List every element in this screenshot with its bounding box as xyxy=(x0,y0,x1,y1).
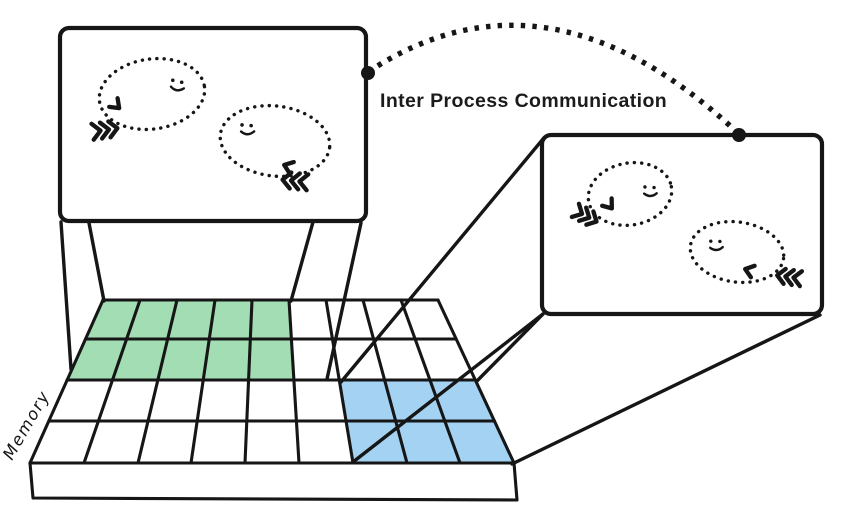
ipc-label: Inter Process Communication xyxy=(380,90,667,112)
smiley-face-icon xyxy=(169,78,186,92)
thread-loop xyxy=(89,56,207,142)
smiley-face-icon xyxy=(239,123,256,136)
projection-line xyxy=(59,220,73,371)
loop-arrowhead-icon xyxy=(282,159,296,176)
projection-line xyxy=(339,137,545,384)
loop-arrowhead-icon xyxy=(742,263,757,280)
loop-arrowhead-icon xyxy=(107,96,122,111)
arc-endpoint-dot xyxy=(732,128,746,142)
thread-loop xyxy=(218,103,332,193)
ipc-connection: Inter Process Communication xyxy=(361,22,746,142)
projection-line xyxy=(510,313,822,466)
projection-line xyxy=(351,312,545,464)
smiley-face-icon xyxy=(642,185,658,198)
projection-line xyxy=(289,220,315,303)
process-a-projection-lines xyxy=(59,220,363,381)
projection-line xyxy=(325,221,363,381)
thread-loop xyxy=(569,160,674,228)
process-b-box xyxy=(539,132,825,317)
smiley-face-icon xyxy=(708,239,724,252)
process-b-projection-lines xyxy=(339,137,822,466)
motion-chevrons-icon xyxy=(280,170,311,193)
ipc-dotted-arc xyxy=(366,22,741,136)
memory-grid: Memory xyxy=(0,298,519,502)
memory-slab-front xyxy=(28,461,519,502)
motion-chevrons-icon xyxy=(775,266,805,289)
arc-endpoint-dot xyxy=(361,66,375,80)
thread-loop xyxy=(688,219,805,289)
motion-chevrons-icon xyxy=(569,201,599,227)
motion-chevrons-icon xyxy=(89,119,120,142)
loop-arrowhead-icon xyxy=(600,196,614,211)
projection-line xyxy=(475,312,545,383)
projection-line xyxy=(87,221,106,303)
process-a-box xyxy=(57,25,369,224)
